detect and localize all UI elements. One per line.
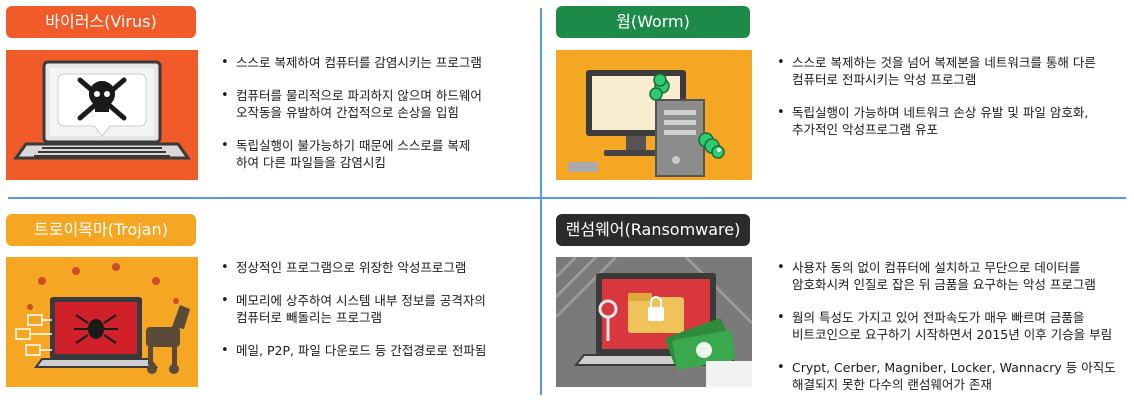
virus-title: 바이러스(Virus) <box>6 6 196 38</box>
ransomware-bullet-3: Crypt, Cerber, Magniber, Locker, Wannacr… <box>774 359 1126 393</box>
worm-bullet-2: 독립실행이 가능하며 네트워크 손상 유발 및 파일 암호화, 추가적인 악성프… <box>774 104 1126 138</box>
virus-bullet-1: 스스로 복제하여 컴퓨터를 감염시키는 프로그램 <box>218 54 528 71</box>
trojan-bullets: 정상적인 프로그램으로 위장한 악성프로그램 메모리에 상주하여 시스템 내부 … <box>218 259 528 375</box>
trojan-bullet-2: 메모리에 상주하여 시스템 내부 정보를 공격자의 컴퓨터로 빼돌리는 프로그램 <box>218 292 528 326</box>
worm-title: 웜(Worm) <box>556 6 750 38</box>
virus-bullets: 스스로 복제하여 컴퓨터를 감염시키는 프로그램 컴퓨터를 물리적으로 파괴하지… <box>218 54 528 187</box>
worm-illustration <box>556 50 752 180</box>
horizontal-divider <box>8 197 1126 199</box>
trojan-bullet-3: 메일, P2P, 파일 다운로드 등 간접경로로 전파됨 <box>218 342 528 359</box>
ransomware-bullet-1: 사용자 동의 없이 컴퓨터에 설치하고 무단으로 데이터를 암호화시켜 인질로 … <box>774 259 1126 293</box>
worm-bullet-1: 스스로 복제하는 것을 넘어 복제본을 네트워크를 통해 다른 컴퓨터로 전파시… <box>774 54 1126 88</box>
virus-illustration <box>6 50 198 180</box>
virus-bullet-2: 컴퓨터를 물리적으로 파괴하지 않으며 하드웨어 오작동을 유발하여 간접적으로… <box>218 87 528 121</box>
ransomware-laptop-image <box>556 257 752 387</box>
worm-computer-image <box>556 50 752 180</box>
ransomware-bullet-2: 웜의 특성도 가지고 있어 전파속도가 매우 빠르며 금품을 비트코인으로 요구… <box>774 309 1126 343</box>
trojan-bullet-1: 정상적인 프로그램으로 위장한 악성프로그램 <box>218 259 528 276</box>
trojan-laptop-image <box>6 257 198 387</box>
vertical-divider <box>540 8 542 395</box>
trojan-illustration <box>6 257 198 387</box>
virus-laptop-image <box>6 50 198 180</box>
ransomware-title: 랜섬웨어(Ransomware) <box>556 214 750 246</box>
trojan-title: 트로이목마(Trojan) <box>6 214 196 246</box>
virus-bullet-3: 독립실행이 불가능하기 때문에 스스로를 복제 하여 다른 파일들을 감염시킴 <box>218 137 528 171</box>
ransomware-bullets: 사용자 동의 없이 컴퓨터에 설치하고 무단으로 데이터를 암호화시켜 인질로 … <box>774 259 1126 409</box>
worm-bullets: 스스로 복제하는 것을 넘어 복제본을 네트워크를 통해 다른 컴퓨터로 전파시… <box>774 54 1126 154</box>
ransomware-illustration <box>556 257 752 387</box>
